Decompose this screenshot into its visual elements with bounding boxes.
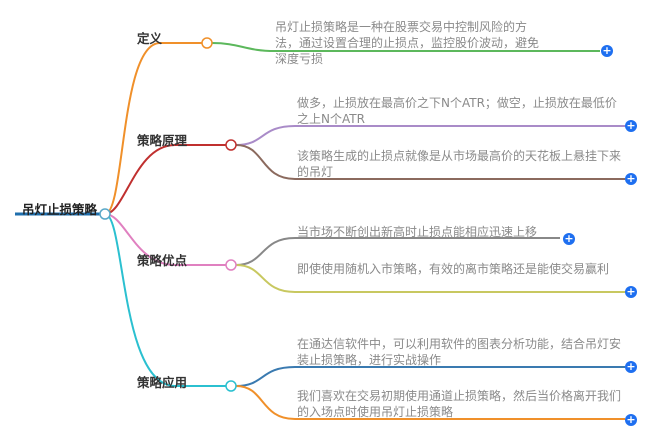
leaf-line	[235, 385, 625, 420]
node-advantages[interactable]: 策略优点	[137, 253, 188, 268]
leaf-line	[235, 125, 625, 146]
leaf-line	[211, 42, 600, 52]
branch-line-application	[104, 213, 226, 387]
leaf-line	[235, 366, 625, 387]
leaf-line	[235, 237, 560, 266]
leaf-node[interactable]: 即使使用随机入市策略，有效的离市策略还是能使交易赢利	[297, 262, 610, 276]
leaf-line	[235, 264, 625, 293]
leaf-node[interactable]: 做多，止损放在最高价之下N个ATR；做空，止损放在最低价之上N个ATR	[297, 96, 617, 126]
add-node-button[interactable]: +	[625, 360, 637, 373]
node-handle-advantages[interactable]	[225, 259, 237, 271]
node-definition[interactable]: 定义	[137, 31, 163, 46]
leaf-node[interactable]: 该策略生成的止损点就像是从市场最高价的天花板上悬挂下来的吊灯	[297, 149, 622, 179]
add-node-button[interactable]: +	[625, 413, 637, 426]
branch-line-definition	[104, 42, 202, 215]
add-node-button[interactable]: +	[625, 285, 637, 298]
root-node[interactable]: 吊灯止损策略	[22, 202, 98, 217]
node-application[interactable]: 策略应用	[137, 375, 188, 390]
branch-line-principle	[104, 144, 226, 215]
node-handle-definition[interactable]	[201, 37, 213, 49]
node-principle[interactable]: 策略原理	[137, 133, 188, 148]
add-node-button[interactable]: +	[625, 172, 637, 185]
root-node-handle[interactable]	[99, 208, 111, 220]
add-node-button[interactable]: +	[601, 44, 613, 57]
node-handle-application[interactable]	[225, 380, 237, 392]
leaf-node[interactable]: 在通达信软件中，可以利用软件的图表分析功能，结合吊灯安装止损策略，进行实战操作	[297, 337, 622, 367]
leaf-node[interactable]: 我们喜欢在交易初期使用通道止损策略，然后当价格离开我们的入场点时使用吊灯止损策略	[297, 389, 622, 419]
add-node-button[interactable]: +	[563, 232, 575, 245]
leaf-node[interactable]: 当市场不断创出新高时止损点能相应迅速上移	[297, 225, 538, 239]
branch-line-advantages	[104, 213, 226, 266]
node-handle-principle[interactable]	[225, 139, 237, 151]
leaf-line	[235, 144, 625, 180]
add-node-button[interactable]: +	[625, 119, 637, 132]
leaf-node[interactable]: 吊灯止损策略是一种在股票交易中控制风险的方法，通过设置合理的止损点，监控股价波动…	[275, 20, 540, 66]
